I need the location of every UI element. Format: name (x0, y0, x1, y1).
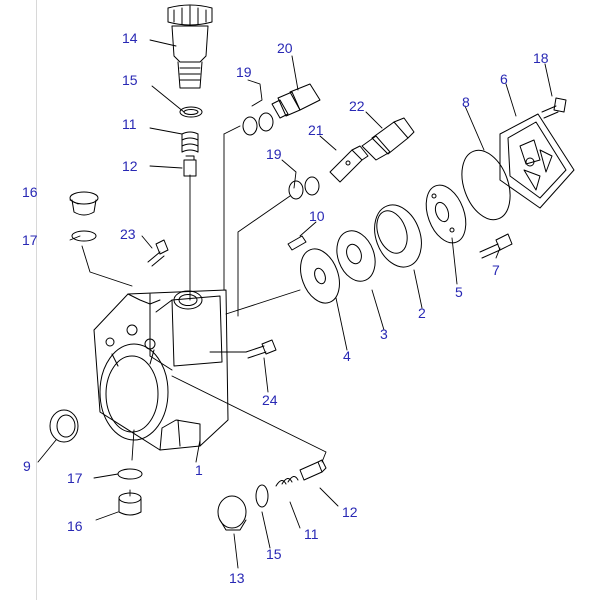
callout-8[interactable]: 8 (462, 94, 470, 110)
part-1-pump-body (93, 289, 229, 451)
callout-16-bottom[interactable]: 16 (67, 518, 83, 534)
callout-11-bottom[interactable]: 11 (304, 526, 319, 542)
callout-7[interactable]: 7 (492, 262, 500, 278)
callout-21[interactable]: 21 (308, 122, 324, 138)
callout-3[interactable]: 3 (380, 326, 388, 342)
callout-13[interactable]: 13 (229, 570, 245, 586)
part-22-fitting (361, 117, 415, 161)
page-margin-rule (36, 0, 37, 600)
callout-5[interactable]: 5 (455, 284, 463, 300)
callout-9[interactable]: 9 (23, 458, 31, 474)
callout-17-bottom[interactable]: 17 (67, 470, 83, 486)
part-10-pin (287, 235, 307, 251)
callout-16-top[interactable]: 16 (22, 184, 38, 200)
part-18-bolt (541, 97, 567, 119)
part-5-plate (425, 184, 467, 244)
part-9-seal (49, 409, 79, 443)
callout-19-top[interactable]: 19 (236, 64, 252, 80)
callout-19-mid[interactable]: 19 (266, 146, 282, 162)
callout-2[interactable]: 2 (418, 305, 426, 321)
callout-23[interactable]: 23 (120, 226, 136, 242)
part-6-end-cover (499, 113, 575, 209)
callout-18[interactable]: 18 (533, 50, 549, 66)
callout-4[interactable]: 4 (343, 348, 351, 364)
part-11-spring-bottom (275, 476, 299, 487)
part-24-bolt (245, 339, 277, 359)
part-13-plug (217, 495, 247, 531)
callout-20[interactable]: 20 (277, 40, 293, 56)
part-15-o-ring-top (179, 106, 203, 118)
part-3-rotor (336, 230, 376, 282)
part-12-plunger-top (183, 155, 197, 177)
callout-1[interactable]: 1 (195, 462, 203, 478)
part-21-shaft (329, 145, 369, 183)
part-19-washers-top (242, 112, 274, 136)
leader-lines (37, 39, 553, 569)
part-12-plunger-bottom (299, 459, 327, 481)
callout-24[interactable]: 24 (262, 392, 278, 408)
part-11-spring-top (181, 131, 199, 153)
part-15-o-ring-bottom (255, 484, 269, 508)
part-14-valve-cap (167, 4, 213, 89)
callout-15-top[interactable]: 15 (122, 72, 138, 88)
part-4-plate (300, 248, 340, 304)
callout-10[interactable]: 10 (309, 208, 325, 224)
part-7-bolt (479, 233, 513, 259)
callout-11-top[interactable]: 11 (122, 116, 137, 132)
part-17-ring-top (71, 230, 97, 242)
callout-15-bottom[interactable]: 15 (266, 546, 282, 562)
callout-17-top[interactable]: 17 (22, 232, 38, 248)
part-8-gasket (461, 149, 511, 221)
part-17-ring-bottom (117, 468, 143, 480)
callout-12-bottom[interactable]: 12 (342, 504, 358, 520)
part-20-plug (271, 83, 321, 119)
callout-14-top[interactable]: 14 (122, 30, 138, 46)
part-2-ring (374, 204, 422, 268)
callout-12-top[interactable]: 12 (122, 158, 138, 174)
part-23-bolt (147, 239, 169, 267)
part-16-plug-top (69, 191, 99, 216)
callout-6[interactable]: 6 (500, 71, 508, 87)
assembly-lines (81, 125, 327, 497)
part-19-washers-mid (288, 176, 320, 200)
callout-22[interactable]: 22 (349, 98, 365, 114)
part-16-plug-bottom (118, 492, 142, 516)
